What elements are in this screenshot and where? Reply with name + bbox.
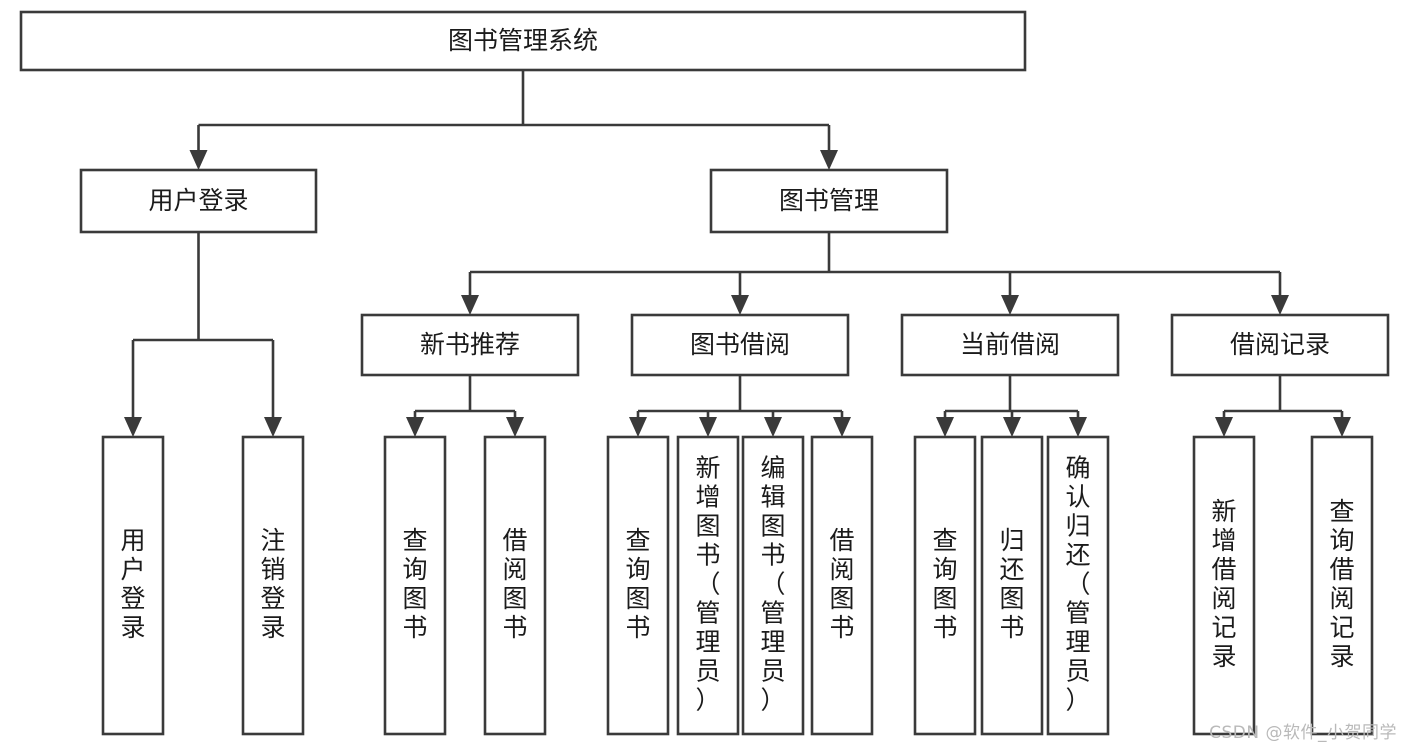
node-box-book-borrow [630, 313, 850, 377]
node-label-leaf-confirm-return: 确认归还（管理员） [1065, 454, 1090, 715]
arrowhead-leaf-query-book-current [936, 417, 954, 437]
arrowhead-leaf-add-record [1215, 417, 1233, 437]
node-current-borrow[interactable]: 当前借阅 [900, 313, 1120, 377]
node-book-borrow[interactable]: 图书借阅 [630, 313, 850, 377]
node-leaf-edit-book[interactable]: 编辑图书（管理员） [741, 435, 805, 736]
node-leaf-add-record[interactable]: 新增借阅记录 [1192, 435, 1256, 736]
node-leaf-user-login[interactable]: 用户登录 [101, 435, 165, 736]
arrowhead-book-manage [820, 150, 838, 170]
node-box-leaf-query-book-borrow [606, 435, 670, 736]
node-label-user-login: 用户登录 [148, 186, 248, 215]
node-borrow-record[interactable]: 借阅记录 [1170, 313, 1390, 377]
node-label-leaf-borrow-book-rec: 借阅图书 [502, 526, 527, 642]
node-leaf-query-book-rec[interactable]: 查询图书 [383, 435, 447, 736]
arrowhead-leaf-query-record [1333, 417, 1351, 437]
node-label-leaf-add-record: 新增借阅记录 [1211, 497, 1236, 671]
connector-layer [124, 70, 1351, 437]
node-leaf-borrow-book[interactable]: 借阅图书 [810, 435, 874, 736]
arrowhead-leaf-edit-book [764, 417, 782, 437]
node-layer: 图书管理系统用户登录图书管理新书推荐图书借阅当前借阅借阅记录用户登录注销登录查询… [19, 10, 1390, 736]
node-box-root [19, 10, 1027, 72]
arrowhead-leaf-borrow-book-rec [506, 417, 524, 437]
node-box-leaf-add-book [676, 435, 740, 736]
node-root[interactable]: 图书管理系统 [19, 10, 1027, 72]
node-label-leaf-add-book: 新增图书（管理员） [695, 454, 720, 715]
node-new-book-recommend[interactable]: 新书推荐 [360, 313, 580, 377]
node-box-leaf-logout [241, 435, 305, 736]
arrowhead-leaf-return-book [1003, 417, 1021, 437]
node-box-borrow-record [1170, 313, 1390, 377]
node-box-leaf-query-record [1310, 435, 1374, 736]
node-user-login[interactable]: 用户登录 [79, 168, 318, 234]
arrowhead-book-borrow [731, 295, 749, 315]
node-box-leaf-edit-book [741, 435, 805, 736]
node-box-leaf-borrow-book-rec [483, 435, 547, 736]
node-box-user-login [79, 168, 318, 234]
node-label-leaf-return-book: 归还图书 [999, 526, 1024, 642]
node-label-root: 图书管理系统 [448, 26, 598, 55]
node-leaf-query-book-current[interactable]: 查询图书 [913, 435, 977, 736]
arrowhead-leaf-borrow-book [833, 417, 851, 437]
arrowhead-leaf-user-login [124, 417, 142, 437]
node-label-leaf-edit-book: 编辑图书（管理员） [760, 454, 785, 715]
node-box-leaf-user-login [101, 435, 165, 736]
arrowhead-leaf-query-book-rec [406, 417, 424, 437]
arrowhead-leaf-add-book [699, 417, 717, 437]
node-box-leaf-confirm-return [1046, 435, 1110, 736]
node-leaf-logout[interactable]: 注销登录 [241, 435, 305, 736]
node-label-new-book-recommend: 新书推荐 [420, 330, 520, 359]
node-label-book-borrow: 图书借阅 [690, 330, 790, 359]
node-label-leaf-logout: 注销登录 [260, 526, 285, 642]
node-label-leaf-query-book-borrow: 查询图书 [625, 526, 650, 642]
arrowhead-new-book-recommend [461, 295, 479, 315]
node-box-leaf-borrow-book [810, 435, 874, 736]
node-label-leaf-user-login: 用户登录 [120, 526, 145, 642]
arrowhead-borrow-record [1271, 295, 1289, 315]
arrowhead-current-borrow [1001, 295, 1019, 315]
node-box-leaf-query-book-rec [383, 435, 447, 736]
node-leaf-add-book[interactable]: 新增图书（管理员） [676, 435, 740, 736]
node-leaf-query-record[interactable]: 查询借阅记录 [1310, 435, 1374, 736]
node-box-book-manage [709, 168, 949, 234]
node-leaf-borrow-book-rec[interactable]: 借阅图书 [483, 435, 547, 736]
node-leaf-return-book[interactable]: 归还图书 [980, 435, 1044, 736]
node-label-book-manage: 图书管理 [779, 186, 879, 215]
node-box-new-book-recommend [360, 313, 580, 377]
node-box-current-borrow [900, 313, 1120, 377]
node-box-leaf-add-record [1192, 435, 1256, 736]
arrowhead-leaf-query-book-borrow [629, 417, 647, 437]
node-leaf-confirm-return[interactable]: 确认归还（管理员） [1046, 435, 1110, 736]
node-label-leaf-query-book-current: 查询图书 [932, 526, 957, 642]
arrowhead-user-login [189, 150, 208, 170]
watermark-label: CSDN @软件_小贺同学 [1209, 723, 1397, 743]
node-book-manage[interactable]: 图书管理 [709, 168, 949, 234]
node-box-leaf-query-book-current [913, 435, 977, 736]
node-label-leaf-query-record: 查询借阅记录 [1329, 497, 1354, 671]
node-label-borrow-record: 借阅记录 [1230, 330, 1330, 359]
node-label-current-borrow: 当前借阅 [960, 330, 1060, 359]
node-label-leaf-borrow-book: 借阅图书 [829, 526, 854, 642]
node-label-leaf-query-book-rec: 查询图书 [402, 526, 427, 642]
arrowhead-leaf-confirm-return [1069, 417, 1087, 437]
arrowhead-leaf-logout [264, 417, 282, 437]
node-leaf-query-book-borrow[interactable]: 查询图书 [606, 435, 670, 736]
node-box-leaf-return-book [980, 435, 1044, 736]
